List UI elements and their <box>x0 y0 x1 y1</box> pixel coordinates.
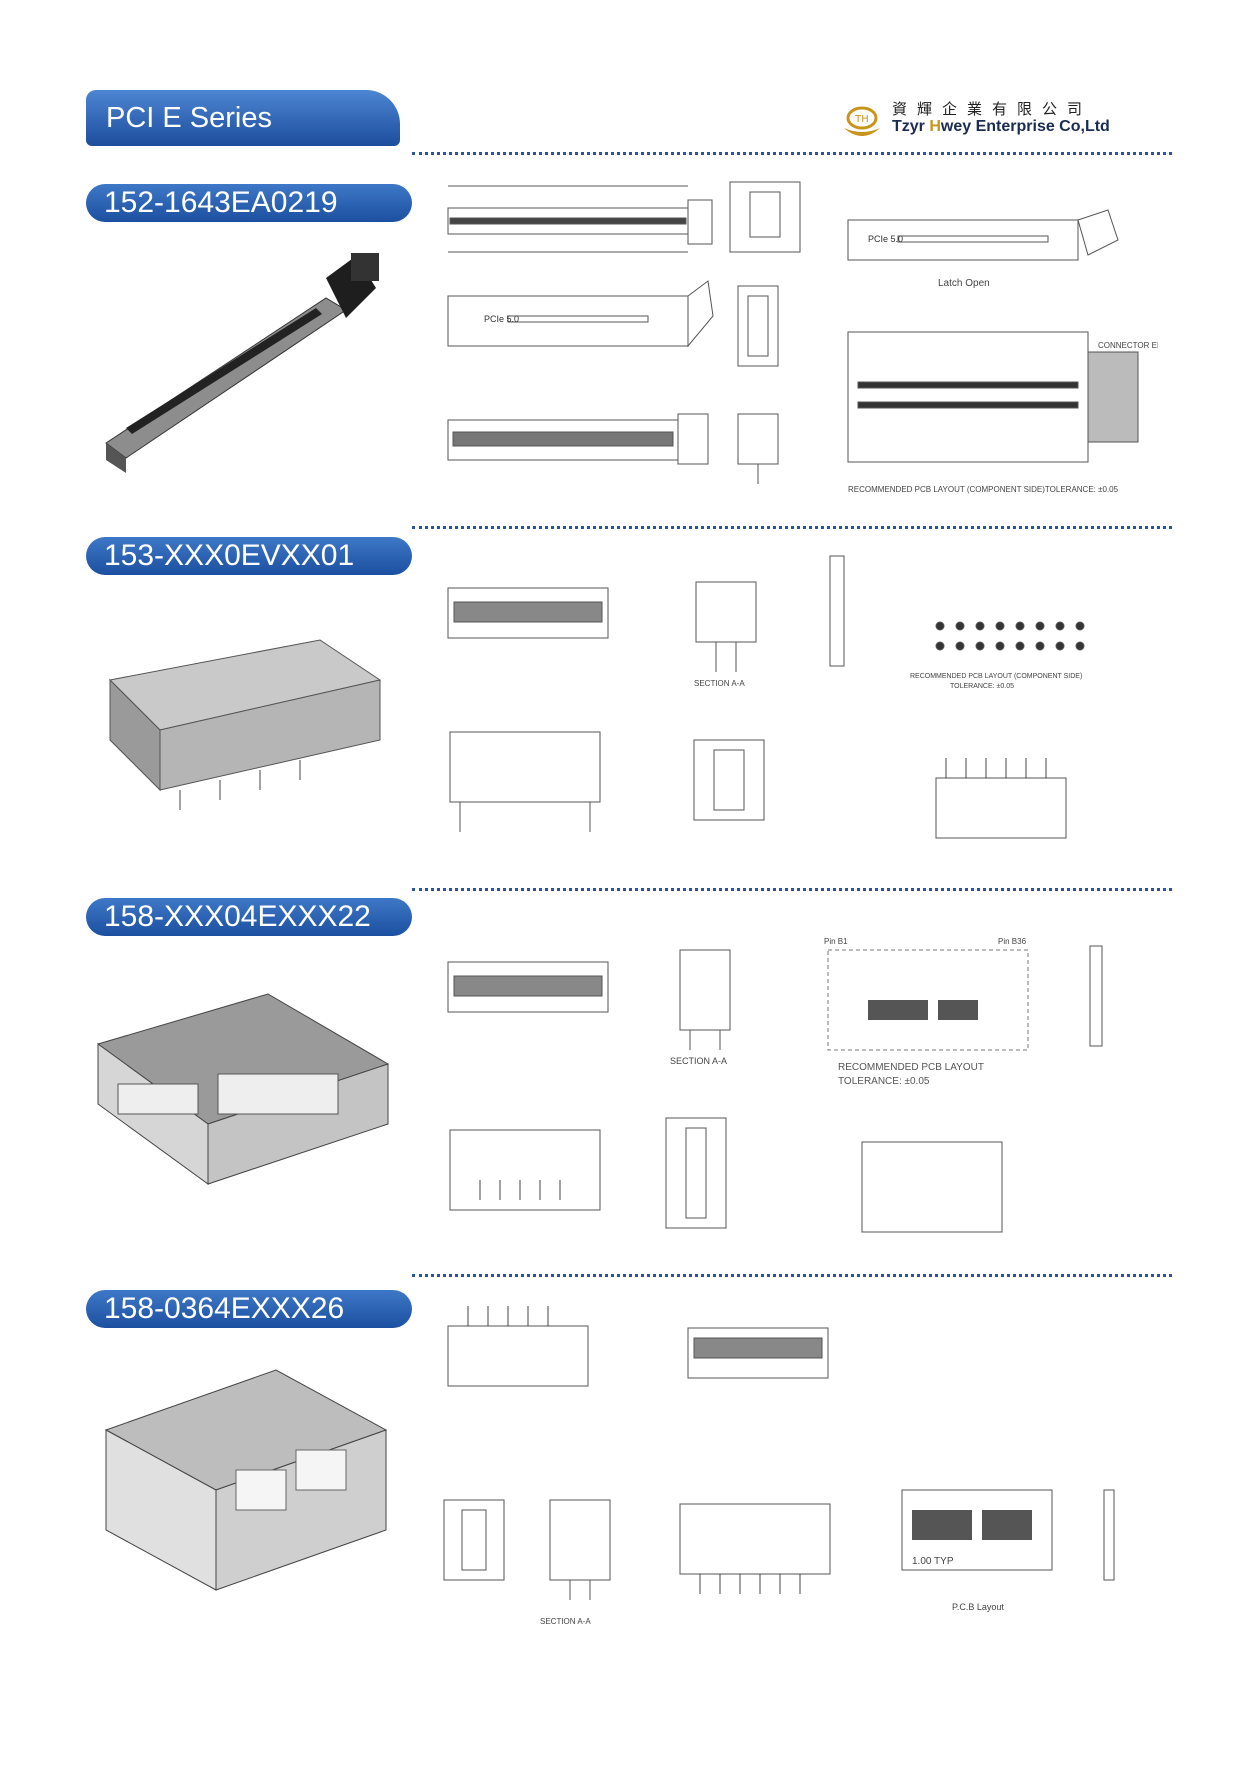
technical-drawing-3b: SECTION A-A <box>670 949 731 1066</box>
technical-drawing-4d: SECTION A-A <box>540 1499 611 1626</box>
divider <box>412 888 1172 891</box>
technical-drawing-2b: SECTION A-A <box>694 581 757 688</box>
product-render-edge-connector <box>108 639 382 810</box>
divider <box>412 526 1172 529</box>
technical-drawing-1e <box>737 285 779 367</box>
technical-drawing-4b <box>687 1327 829 1379</box>
svg-text:PCIe 5.0: PCIe 5.0 <box>868 234 903 244</box>
technical-drawing-3d <box>449 1129 601 1211</box>
company-name-en: Tzyr Hwey Enterprise Co,Ltd <box>892 118 1110 135</box>
divider <box>412 152 1172 155</box>
product-render-card-edge <box>96 993 390 1185</box>
label-pcb-layout-2: RECOMMENDED PCB LAYOUT (COMPONENT SIDE) <box>910 673 1082 680</box>
svg-text:PCIe 5.0: PCIe 5.0 <box>484 314 519 324</box>
technical-drawing-1a <box>447 185 713 253</box>
series-title: PCI E Series <box>86 90 400 146</box>
technical-drawing-1c: PCIe 5.0 Latch Open <box>847 209 1119 289</box>
technical-drawing-4f <box>1103 1489 1115 1581</box>
pcb-layout-4: 1.00 TYP P.C.B Layout <box>901 1489 1053 1612</box>
svg-text:TOLERANCE: ±0.05: TOLERANCE: ±0.05 <box>838 1076 930 1087</box>
technical-drawing-2e <box>693 739 765 821</box>
part-number-3: 158-XXX04EXXX22 <box>86 898 412 936</box>
svg-text:TH: TH <box>854 114 869 125</box>
part-number-4: 158-0364EXXX26 <box>86 1290 412 1328</box>
label-pcb-layout-4: P.C.B Layout <box>952 1602 1004 1612</box>
technical-drawing-1g <box>737 413 779 484</box>
company-name-cn: 資輝企業有限公司 <box>892 100 1093 118</box>
technical-drawing-4a <box>447 1306 589 1387</box>
product-render-stacked-connector <box>104 1369 388 1591</box>
svg-text:CONNECTOR EDGE: CONNECTOR EDGE <box>1098 341 1158 350</box>
logo-emblem-icon: TH <box>844 106 880 136</box>
technical-drawing-3e <box>665 1117 727 1229</box>
divider <box>412 1274 1172 1277</box>
svg-text:Pin B1: Pin B1 <box>824 937 848 946</box>
technical-drawing-1f <box>447 413 709 465</box>
technical-drawing-3c <box>1089 945 1103 1047</box>
pcb-layout-3: Pin B1 Pin B36 RECOMMENDED PCB LAYOUT TO… <box>824 937 1029 1087</box>
pcb-layout-1: CONNECTOR EDGE RECOMMENDED PCB LAYOUT (C… <box>847 331 1158 494</box>
part-number-2: 153-XXX0EVXX01 <box>86 537 412 575</box>
part-number-1: 152-1643EA0219 <box>86 184 412 222</box>
technical-drawing-4e <box>679 1503 831 1594</box>
technical-drawing-1d: PCIe 5.0 <box>447 280 714 348</box>
label-section-aa-4: SECTION A-A <box>540 1617 591 1626</box>
label-section-aa-3: SECTION A-A <box>670 1056 727 1066</box>
label-section-aa-2: SECTION A-A <box>694 679 745 688</box>
pcb-layout-2: RECOMMENDED PCB LAYOUT (COMPONENT SIDE) … <box>910 621 1085 690</box>
svg-text:TOLERANCE: ±0.05: TOLERANCE: ±0.05 <box>950 683 1014 690</box>
technical-drawing-2d <box>449 731 601 832</box>
label-latch-open: Latch Open <box>938 278 990 289</box>
technical-drawing-3f <box>861 1141 1003 1233</box>
product-render-riser <box>105 253 379 473</box>
technical-drawing-2a <box>447 587 609 639</box>
technical-drawing-2f <box>935 758 1067 839</box>
technical-drawing-1b <box>729 181 801 253</box>
company-logo: TH 資輝企業有限公司 Tzyr Hwey Enterprise Co,Ltd <box>838 98 1178 146</box>
technical-drawing-2c <box>829 555 845 667</box>
label-pcb-layout-1: RECOMMENDED PCB LAYOUT (COMPONENT SIDE)T… <box>848 485 1119 494</box>
svg-text:1.00 TYP: 1.00 TYP <box>912 1556 954 1567</box>
technical-drawing-4c <box>443 1499 505 1581</box>
label-pcb-layout-3: RECOMMENDED PCB LAYOUT <box>838 1062 984 1073</box>
technical-drawing-3a <box>447 961 609 1013</box>
svg-text:Pin B36: Pin B36 <box>998 937 1027 946</box>
